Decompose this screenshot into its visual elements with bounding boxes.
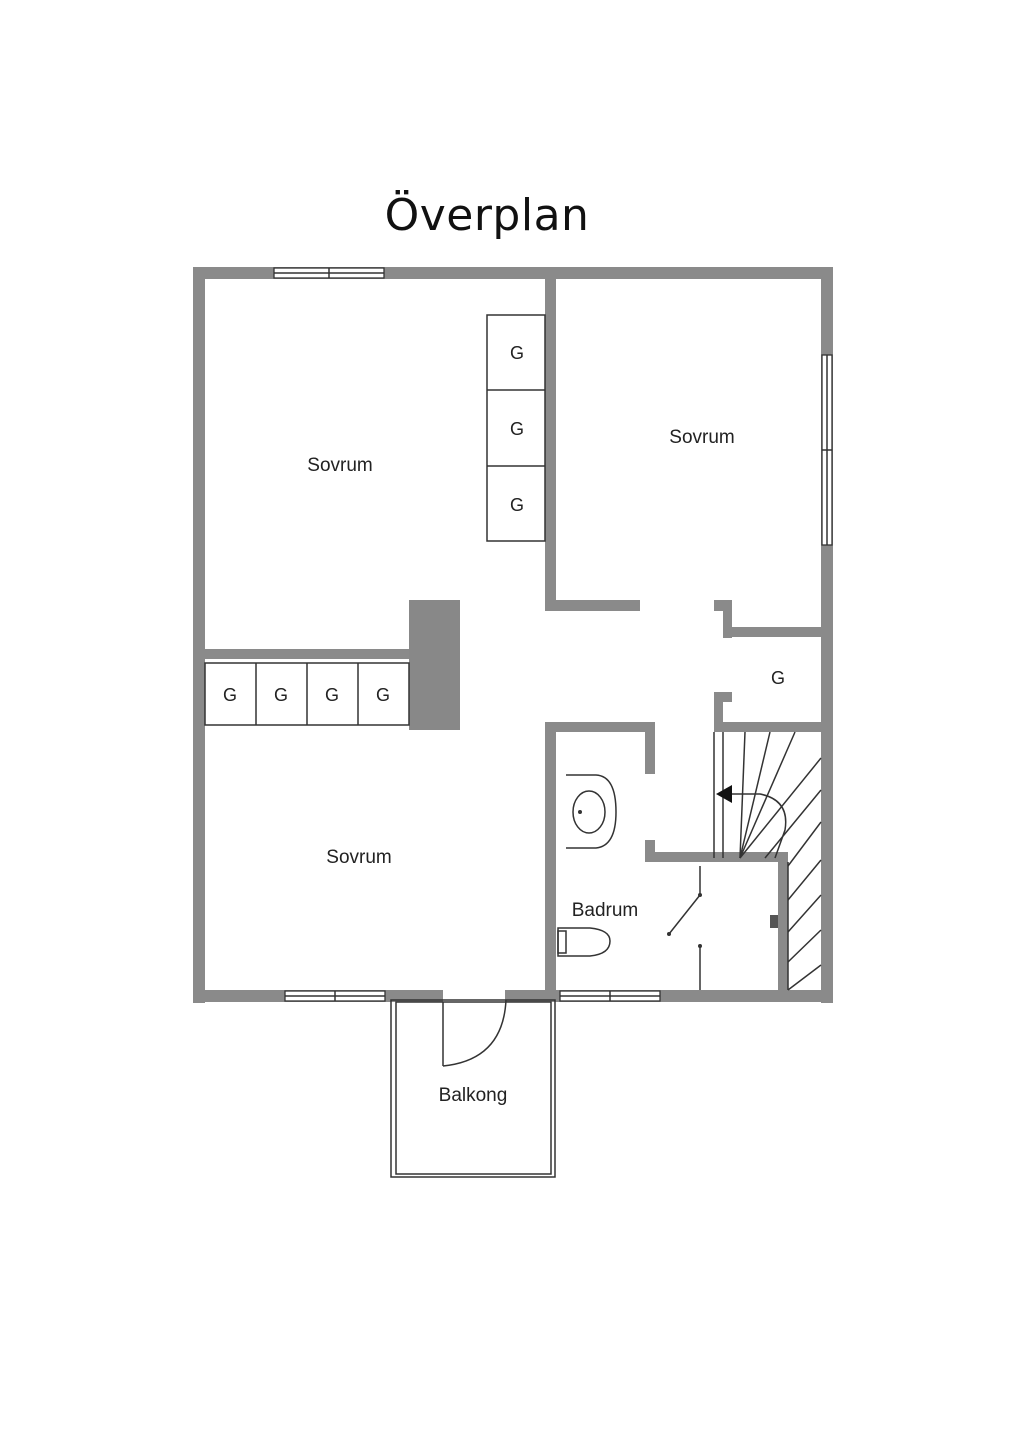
- toilet-icon: [557, 927, 611, 957]
- bathroom-fixtures: [557, 774, 778, 990]
- wardrobes-middle: [204, 662, 410, 726]
- tap-icon: [770, 915, 778, 928]
- chimney: [409, 600, 460, 730]
- sink-icon: [566, 774, 617, 849]
- windows: [273, 267, 833, 1002]
- wardrobe-label: G: [771, 668, 785, 688]
- room-label-bathroom: Badrum: [572, 900, 639, 921]
- stair-direction-arrow-icon: [716, 785, 732, 803]
- staircase: [713, 731, 822, 991]
- wardrobes-top: [486, 314, 546, 542]
- room-label-bedroom: Sovrum: [307, 455, 372, 476]
- floor-plan-title: Överplan: [384, 190, 590, 241]
- wardrobe-label: G: [510, 419, 524, 439]
- interior-walls: [205, 279, 821, 1002]
- door-swing-icon: [442, 999, 507, 1067]
- wardrobe-label: G: [510, 343, 524, 363]
- room-label-balcony: Balkong: [439, 1085, 508, 1106]
- room-label-bedroom: Sovrum: [669, 427, 734, 448]
- wardrobe-label: G: [510, 495, 524, 515]
- wardrobe-label: G: [223, 685, 237, 705]
- balcony: [390, 999, 556, 1178]
- wardrobe-label: G: [325, 685, 339, 705]
- wardrobe-label: G: [274, 685, 288, 705]
- wardrobe-label: G: [376, 685, 390, 705]
- room-label-bedroom: Sovrum: [326, 847, 391, 868]
